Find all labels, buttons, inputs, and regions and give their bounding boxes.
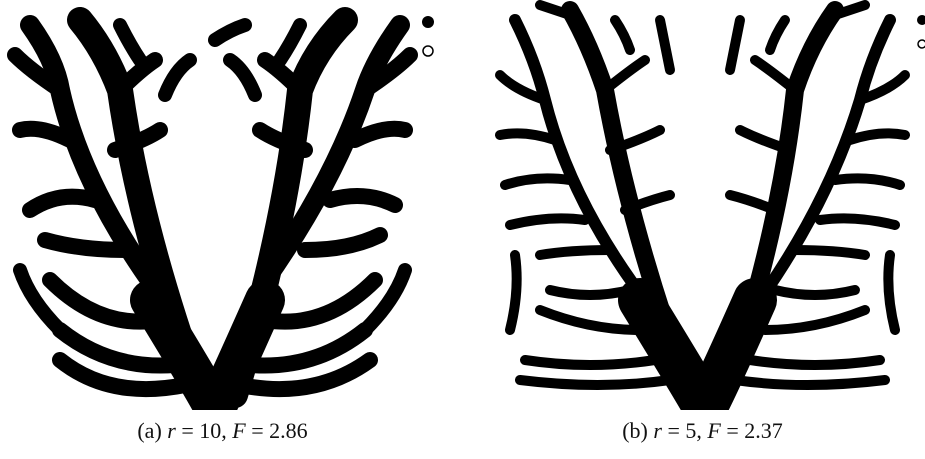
caption-a-r-symbol: r [167,418,176,443]
legend-hollow-circle-a [422,45,434,57]
caption-b-label: (b) [622,418,648,443]
caption-b-f-symbol: F [707,418,721,443]
caption-b-f-value: 2.37 [744,418,783,443]
tree-structure-a [7,7,434,410]
caption-b: (b) r = 5, F = 2.37 [622,418,783,443]
caption-b-r-symbol: r [653,418,662,443]
panel-a: (a) r = 10, F = 2.86 [0,0,445,459]
legend-hollow-circle-b [917,39,925,49]
caption-a-label: (a) [137,418,162,443]
caption-a-f-value: 2.86 [269,418,308,443]
legend-filled-circle-a [422,16,434,28]
caption-a-f-symbol: F [232,418,246,443]
tree-structure-b [495,0,925,410]
panel-b: (b) r = 5, F = 2.37 [480,0,925,459]
caption-a-r-value: 10 [199,418,222,443]
legend-filled-circle-b [917,15,925,25]
caption-a: (a) r = 10, F = 2.86 [137,418,308,443]
caption-b-r-value: 5 [685,418,697,443]
